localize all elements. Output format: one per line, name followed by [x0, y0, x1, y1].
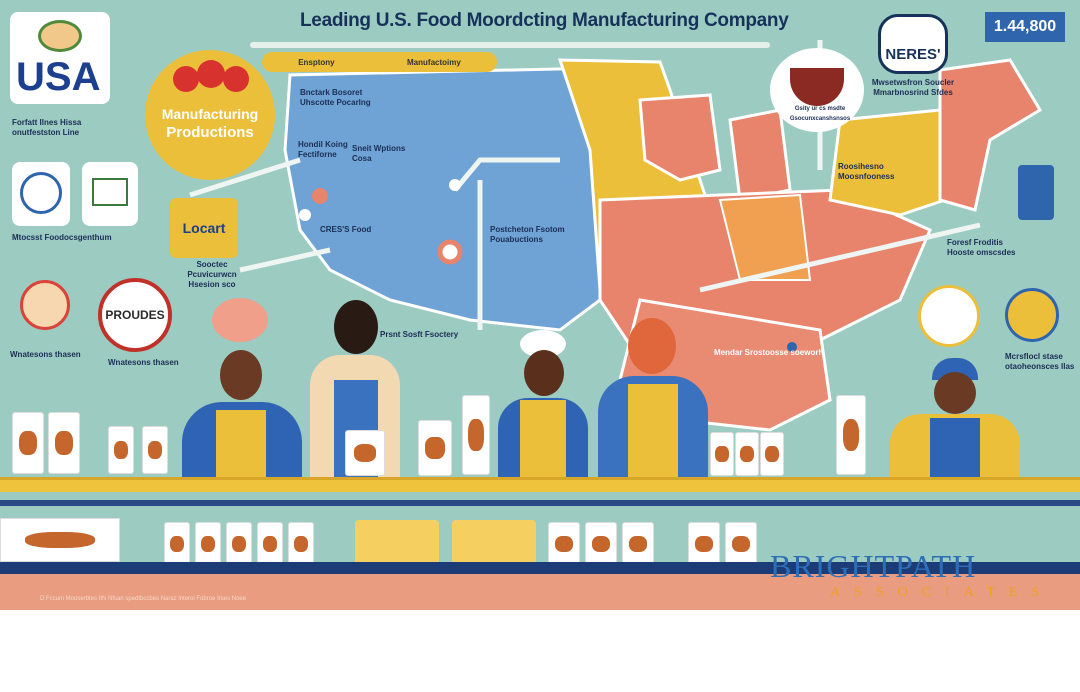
map-label-6: Prsnt Sosft Fsoctery: [380, 330, 459, 339]
brand-emblem-icon: [38, 20, 82, 52]
locart-caption: Sooctec Pcuvicurwcn Hsesion sco: [187, 260, 237, 289]
worker-figure: [880, 358, 1030, 480]
proudes-badge: PROUDES: [98, 278, 172, 352]
product-package: [12, 412, 44, 474]
left-caption: Forfatt Ilnes Hissa onutfestston Line: [12, 118, 82, 137]
page-title: Leading U.S. Food Moordcting Manufacturi…: [300, 10, 789, 31]
bowl-logo-icon: [770, 48, 864, 132]
shelf-left-stack: [0, 518, 120, 562]
worker-figure: [182, 350, 302, 482]
shelf-box: [355, 520, 439, 570]
worker-figure: [498, 330, 588, 480]
shelf-package: [585, 522, 617, 566]
shelf-package: [257, 522, 283, 566]
shelf-rail: [0, 500, 1080, 506]
certification-badge-icon: [12, 162, 70, 226]
seal-badge-icon: [1005, 288, 1059, 342]
product-circle-icon: [212, 298, 268, 342]
shelf-package: [688, 522, 720, 566]
left-caption-3: Wnatesons thasen: [10, 350, 81, 359]
product-jar: [760, 432, 784, 476]
bowl-caption: Gsity ur cs msdte Gsocunxcanshsnsos: [789, 106, 851, 122]
map-node: [299, 209, 311, 221]
map-label-7: Mendar Srostoosse soeworh: [714, 348, 824, 357]
product-package: [345, 430, 385, 476]
shelf-package: [195, 522, 221, 566]
manufacturing-circle: Manufacturing Productions: [145, 50, 275, 180]
product-package: [418, 420, 452, 476]
left-caption-4: Wnatesons thasen: [108, 358, 179, 367]
map-marker: [437, 239, 463, 265]
locart-logo: Locart: [170, 198, 238, 258]
map-new-england: [938, 58, 1043, 212]
right-label-3: Roosihesno Moosnfooness: [838, 162, 895, 181]
tomatoes-icon: [173, 60, 253, 94]
brand-caption: Mwsetwsfron Soucler Mmarbnosrind Sfdes: [871, 78, 955, 97]
shelf-package: [622, 522, 654, 566]
lower-shelf: [0, 562, 1080, 574]
worker-figure: [598, 318, 708, 478]
shelf-box: [452, 520, 536, 570]
count-badge: 1.44,800: [985, 12, 1065, 42]
fine-print: D Fccum Mooserbtes IIN Nfsan spedtbccbes…: [40, 596, 247, 602]
pill-right-label: Manufactoimy: [407, 57, 461, 67]
brightpath-logo: BRIGHTPATH: [770, 548, 977, 584]
pill-left-label: Ensptony: [298, 57, 335, 67]
shelf-package: [164, 522, 190, 566]
circle-line-2: Productions: [166, 124, 254, 141]
map-central-orange: [718, 193, 812, 281]
map-great-lakes-region: [638, 93, 792, 202]
category-pill: Ensptony Manufactoimy: [262, 52, 497, 72]
usa-logo-card: USA: [10, 12, 110, 104]
usa-logo-text: USA: [16, 55, 101, 99]
product-jar: [735, 432, 759, 476]
food-bowl-badge-icon: [918, 285, 980, 347]
neres-brand-logo: NERES': [878, 14, 948, 74]
left-caption-2: Mtocsst Foodocsgenthum: [12, 233, 112, 242]
map-label-3: Sneit Wptions Cosa: [352, 144, 406, 163]
product-bottle: [836, 395, 866, 475]
us-map: [189, 40, 1043, 432]
map-marker: [787, 342, 797, 352]
shelf-package: [548, 522, 580, 566]
right-label-1: Foresf Froditis Hooste omscsdes: [947, 238, 1016, 257]
product-package: [108, 426, 134, 474]
footer-band: [0, 574, 1080, 610]
map-marker: [312, 188, 328, 204]
map-label-5: Postcheton Fsotom Pouabuctions: [490, 225, 565, 244]
map-label-2: Hondil Koing Fectiforne: [298, 140, 348, 159]
map-node: [449, 179, 461, 191]
map-northeast-region: [828, 108, 947, 217]
brightpath-subtitle: ASSOCIATES: [830, 585, 1054, 600]
product-label-icon: [82, 162, 138, 226]
infographic-scene: Leading U.S. Food Moordcting Manufacturi…: [0, 0, 1080, 610]
map-label-4: CRES'S Food: [320, 225, 372, 234]
product-bottle: [462, 395, 490, 475]
shelf-package: [288, 522, 314, 566]
counter-shelf: [0, 477, 1080, 492]
product-package: [142, 426, 168, 474]
product-jar: [710, 432, 734, 476]
title-divider: [250, 42, 770, 48]
product-package: [48, 412, 80, 474]
shelf-package: [725, 522, 757, 566]
right-label-2: Mcrsflocl stase otaoheonsces Ilas: [1005, 352, 1075, 371]
shelf-package: [226, 522, 252, 566]
map-label-1: Bnctark Bosoret Uhscotte Pocarlng: [300, 88, 371, 107]
food-badge-icon: [20, 280, 70, 330]
product-bag-icon: [1018, 165, 1054, 220]
circle-line-1: Manufacturing: [161, 106, 259, 122]
